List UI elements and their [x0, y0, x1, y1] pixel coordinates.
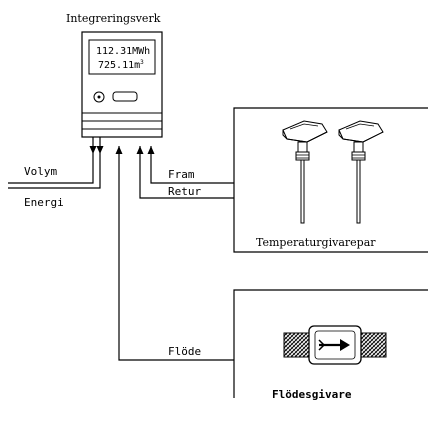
- meter-display: [88, 39, 156, 75]
- volume-exponent: 3: [140, 59, 144, 66]
- diagram-title: Integreringsverk: [66, 12, 161, 25]
- supply-label: Fram: [168, 168, 195, 181]
- temperature-sensor-1: [282, 120, 328, 224]
- volume-output-line: [8, 137, 97, 184]
- return-signal-line: [136, 146, 234, 199]
- meter-indicator: [112, 91, 138, 102]
- energy-output-line: [8, 137, 104, 189]
- svg-text:725.11m3: 725.11m3: [98, 59, 144, 71]
- integrating-meter: 112.31MWh 725.11m3: [81, 31, 163, 138]
- volume-reading: 725.11: [98, 60, 134, 71]
- flow-sensor: [283, 325, 387, 365]
- energy-label: Energi: [24, 196, 64, 209]
- volume-label: Volym: [24, 165, 57, 178]
- flow-signal-line: [115, 146, 234, 361]
- volume-unit: m: [134, 60, 140, 71]
- meter-button: [93, 91, 105, 103]
- flow-sensor-label: Flödesgivare: [272, 388, 352, 401]
- flow-direction-arrow: [318, 339, 350, 351]
- supply-signal-line: [147, 146, 234, 184]
- flow-sensor-box: [233, 289, 428, 398]
- energy-reading: 112.31: [96, 46, 132, 57]
- temperature-sensor-2: [338, 120, 384, 224]
- energy-unit: MWh: [132, 46, 150, 57]
- temperature-sensor-label: Temperaturgivarepar: [256, 236, 376, 249]
- return-label: Retur: [168, 185, 201, 198]
- svg-text:112.31MWh: 112.31MWh: [96, 46, 150, 57]
- temperature-sensor-box: [233, 107, 428, 253]
- flow-label: Flöde: [168, 345, 201, 358]
